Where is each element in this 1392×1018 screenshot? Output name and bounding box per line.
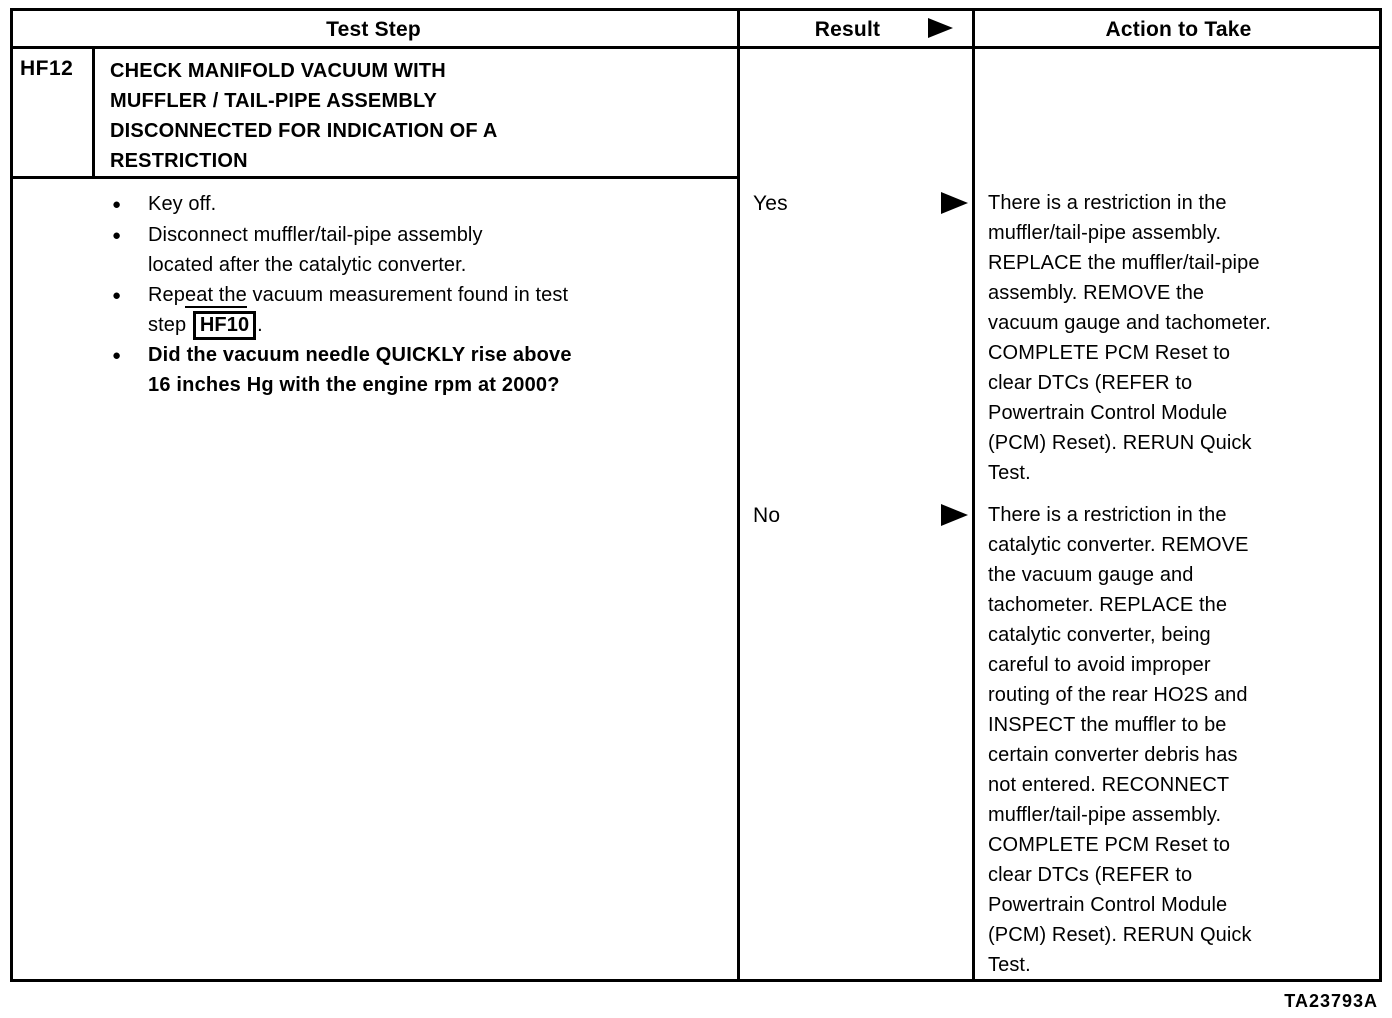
test-step-header: Test Step	[10, 14, 737, 46]
action-header: Action to Take	[975, 14, 1382, 46]
instruction-text-part: vacuum measurement found in test step	[148, 284, 569, 336]
result-header: Result	[760, 14, 935, 46]
action-yes-text: There is a restriction in the muffler/ta…	[988, 192, 1271, 484]
result-header-arrow-icon	[928, 18, 953, 38]
yes-arrow-icon	[941, 192, 968, 214]
test-step-id: HF12	[20, 57, 74, 80]
instruction-text: Repeat the vacuum measurement found in t…	[148, 280, 737, 340]
hf10-reference-link[interactable]: HF10	[192, 311, 257, 340]
test-instruction-item: ● Repeat the vacuum measurement found in…	[112, 280, 737, 340]
result-header-label: Result	[814, 18, 881, 41]
action-no-text: There is a restriction in the catalytic …	[988, 504, 1252, 976]
instruction-text: Disconnect muffler/tail-pipe assembly lo…	[148, 224, 483, 276]
test-instruction-item: ● Disconnect muffler/tail-pipe assembly …	[112, 220, 737, 280]
underlined-text: eat the	[185, 284, 247, 308]
test-step-title: CHECK MANIFOLD VACUUM WITH MUFFLER / TAI…	[110, 60, 498, 172]
column-divider-result	[737, 8, 740, 979]
test-step-header-label: Test Step	[326, 18, 421, 41]
column-divider-action	[972, 8, 975, 979]
instruction-text: Key off.	[148, 193, 217, 215]
bullet-icon: ●	[112, 287, 122, 304]
table-outer-border	[10, 8, 1382, 982]
header-divider-line	[10, 46, 1382, 49]
no-arrow-icon	[941, 504, 968, 526]
result-no-label: No	[753, 504, 781, 527]
instruction-question-text: Did the vacuum needle QUICKLY rise above…	[148, 344, 572, 396]
bullet-icon: ●	[112, 347, 122, 364]
test-instruction-list: ● Key off. ● Disconnect muffler/tail-pip…	[112, 189, 737, 400]
test-instruction-item: ● Key off.	[112, 189, 737, 220]
bullet-icon: ●	[112, 227, 122, 244]
action-header-label: Action to Take	[1105, 18, 1252, 41]
instruction-text-part: .	[257, 314, 263, 336]
test-instruction-item: ● Did the vacuum needle QUICKLY rise abo…	[112, 340, 737, 400]
bullet-icon: ●	[112, 196, 122, 213]
test-step-row-divider	[10, 176, 737, 179]
result-yes-label: Yes	[753, 192, 788, 215]
id-cell-divider	[92, 46, 95, 179]
figure-code: TA23793A	[1284, 991, 1378, 1011]
instruction-text-part: Rep	[148, 284, 185, 306]
